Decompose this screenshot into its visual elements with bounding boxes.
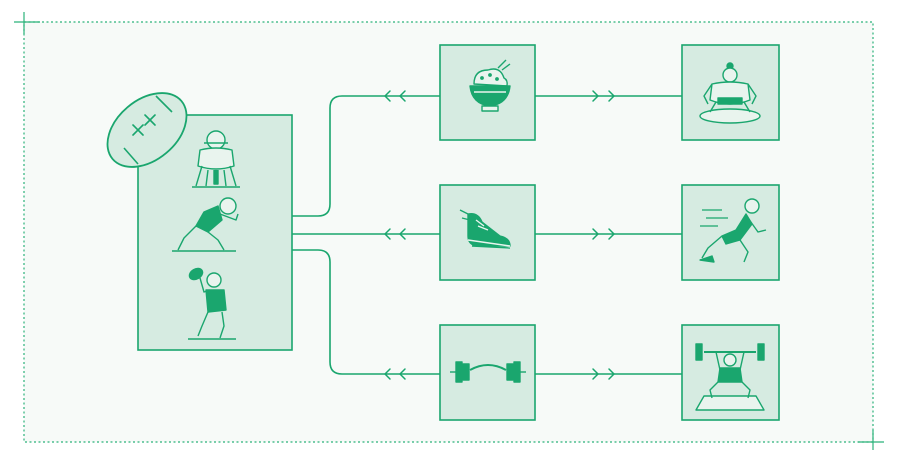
runner-icon <box>172 197 239 252</box>
football-icon <box>106 92 188 168</box>
frame-crosshair-bottom-right <box>858 430 884 450</box>
left-chevrons <box>384 90 406 380</box>
branch-3-box <box>439 324 536 421</box>
chevron-left-icon <box>384 368 406 380</box>
barbell-icon <box>450 361 526 383</box>
chevron-left-icon <box>384 228 406 240</box>
result-3-box <box>681 324 780 421</box>
chevron-right-icon <box>592 368 615 380</box>
branch-1-box <box>439 44 536 141</box>
rice-bowl-icon <box>469 59 511 112</box>
result-2-box <box>681 184 780 281</box>
weightlifter-icon <box>695 343 765 411</box>
lineman-icon <box>192 130 240 188</box>
connector-source-to-branch-3 <box>292 249 440 375</box>
connector-source-to-branch-1 <box>292 95 440 217</box>
branch-2-box <box>439 184 536 281</box>
sumo-wrestler-icon <box>699 62 761 124</box>
connectors <box>292 95 682 375</box>
running-shoe-icon <box>459 209 511 249</box>
right-chevrons <box>592 90 615 380</box>
chevron-right-icon <box>592 90 615 102</box>
result-1-box <box>681 44 780 141</box>
frame-crosshair-top-left <box>14 12 40 34</box>
chevron-right-icon <box>592 228 615 240</box>
quarterback-icon <box>188 267 236 340</box>
chevron-left-icon <box>384 90 406 102</box>
sprinter-icon <box>699 198 767 263</box>
